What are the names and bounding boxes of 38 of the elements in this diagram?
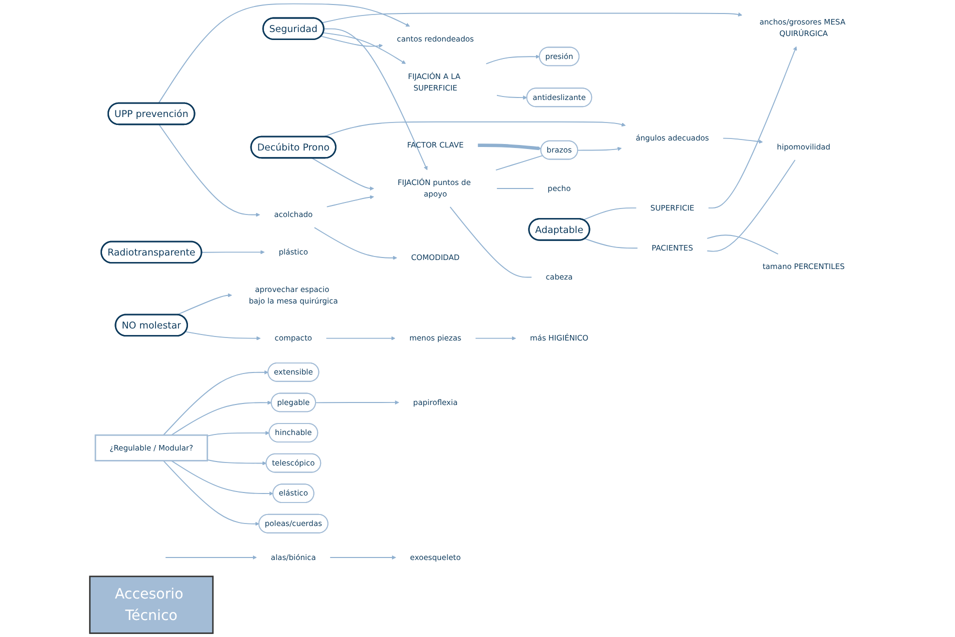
connector bbox=[706, 160, 796, 252]
arrow bbox=[496, 94, 528, 100]
arrow bbox=[165, 555, 257, 560]
connector bbox=[706, 234, 779, 255]
arrow bbox=[314, 227, 398, 260]
arrow bbox=[322, 32, 406, 64]
arrow bbox=[170, 460, 274, 496]
arrow bbox=[326, 336, 396, 340]
connector bbox=[582, 207, 637, 220]
arrow bbox=[475, 336, 516, 340]
arrow bbox=[201, 250, 265, 254]
arrow bbox=[722, 138, 763, 144]
arrow bbox=[326, 195, 374, 208]
node-box: Accesorio Técnico bbox=[89, 576, 214, 634]
arrow bbox=[323, 28, 428, 170]
arrow bbox=[158, 124, 260, 217]
arrow bbox=[176, 293, 232, 316]
arrow bbox=[330, 555, 396, 560]
arrow bbox=[577, 146, 622, 151]
arrow bbox=[478, 144, 542, 150]
connector bbox=[584, 238, 638, 249]
arrow bbox=[320, 36, 383, 48]
arrow bbox=[162, 460, 260, 526]
arrow bbox=[708, 46, 797, 208]
arrow bbox=[311, 158, 374, 191]
arrow bbox=[315, 400, 400, 405]
arrow bbox=[486, 54, 540, 64]
arrow bbox=[158, 3, 410, 104]
arrow bbox=[322, 12, 742, 24]
connector bbox=[496, 188, 534, 189]
arrow bbox=[206, 430, 270, 436]
arrow bbox=[184, 331, 261, 340]
connector bbox=[450, 206, 532, 278]
arrow bbox=[323, 121, 626, 138]
arrow bbox=[170, 400, 272, 436]
arrow bbox=[206, 459, 267, 466]
connector bbox=[495, 155, 544, 171]
arrow bbox=[162, 370, 268, 436]
